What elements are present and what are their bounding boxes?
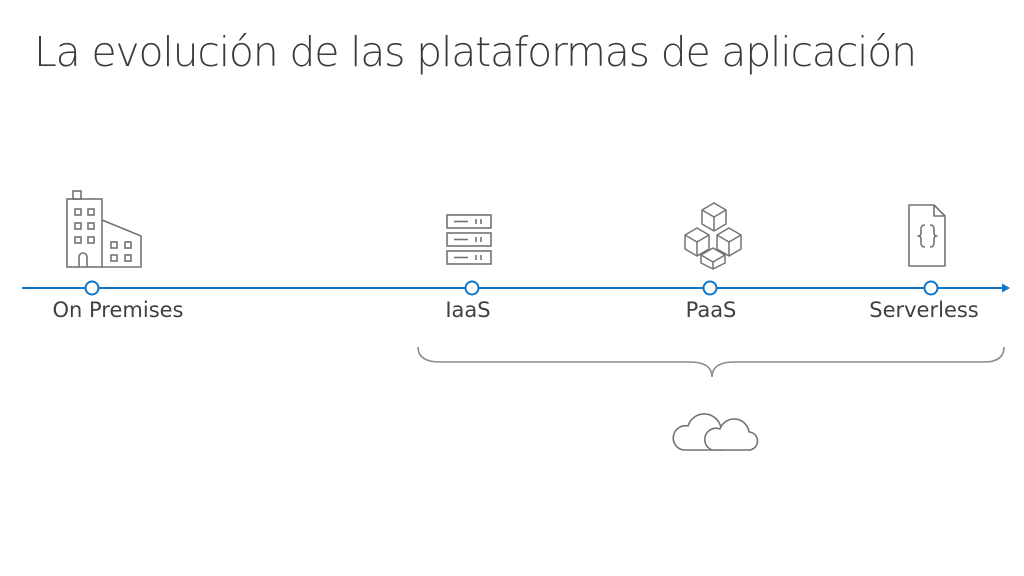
- cloud-icon: [672, 413, 759, 451]
- cubes-icon: [684, 202, 742, 270]
- cloud-group-brace: [417, 346, 1005, 378]
- slide-title: La evolución de las plataformas de aplic…: [34, 28, 917, 76]
- building-icon: [66, 190, 142, 268]
- server-rack-icon: [446, 214, 492, 265]
- timeline-arrowhead: [1002, 283, 1010, 293]
- timeline-marker-iaas: [464, 280, 480, 296]
- stage-label-iaas: IaaS: [445, 298, 491, 322]
- stage-label-serverless: Serverless: [869, 298, 979, 322]
- stage-label-on-premises: On Premises: [52, 298, 184, 322]
- timeline-marker-on-premises: [84, 280, 100, 296]
- timeline-marker-paas: [702, 280, 718, 296]
- stage-label-paas: PaaS: [685, 298, 737, 322]
- code-file-icon: [908, 204, 946, 267]
- timeline-marker-serverless: [923, 280, 939, 296]
